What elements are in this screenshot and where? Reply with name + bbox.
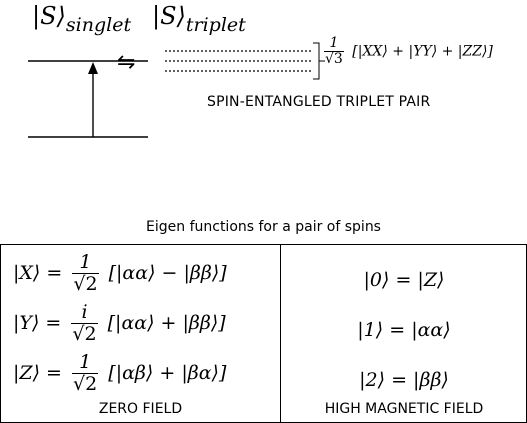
zero-field-row-y-num: i [81,301,88,323]
high-field-caption: HIGH MAGNETIC FIELD [324,401,484,417]
triplet-pair-formula: 1 √3 [|XX⟩ + |YY⟩ + |ZZ⟩] [320,36,493,67]
triplet-state-label: |S⟩triplet [152,2,246,36]
eigenfunction-table: |X⟩ = 1√2 [|αα⟩ − |ββ⟩] |Y⟩ = i√2 [|αα⟩ … [0,244,527,423]
high-field-row-1: |1⟩ = |αα⟩ [357,319,451,341]
zero-field-row-x-lhs: |X⟩ = [13,261,63,284]
zero-field-row-x-rhs: [|αα⟩ − |ββ⟩] [108,261,227,284]
zero-field-row-y-den: √2 [71,322,98,345]
triplet-bracket [313,42,320,80]
triplet-state-sum: [|XX⟩ + |YY⟩ + |ZZ⟩] [352,43,493,60]
zero-field-row-x-den: √2 [72,272,99,295]
zero-field-row-y-rhs: [|αα⟩ + |ββ⟩] [107,311,226,334]
zero-field-row-z-rhs: [|αβ⟩ + |βα⟩] [108,361,227,384]
zero-field-row-y-lhs: |Y⟩ = [13,311,62,334]
singlet-subscript: singlet [65,14,132,36]
triplet-prefactor-denominator: √3 [324,50,344,67]
zero-field-row-z-num: 1 [79,351,92,373]
equilibrium-arrow-icon: ⇋ [117,50,136,75]
zero-field-row-x-num: 1 [79,251,92,273]
energy-level-diagram [28,42,325,138]
zero-field-row-z-lhs: |Z⟩ = [13,361,62,384]
singlet-state-label: |S⟩singlet [32,2,131,36]
singlet-symbol: |S⟩ [32,2,66,30]
triplet-subscript: triplet [185,14,246,36]
zero-field-row-z-den: √2 [72,372,99,395]
high-field-row-2: |2⟩ = |ββ⟩ [359,369,449,391]
zero-field-row-x: |X⟩ = 1√2 [|αα⟩ − |ββ⟩] [13,251,227,295]
high-field-row-0: |0⟩ = |Z⟩ [363,269,445,291]
table-title: Eigen functions for a pair of spins [146,219,381,235]
column-divider [280,245,281,422]
zero-field-row-y: |Y⟩ = i√2 [|αα⟩ + |ββ⟩] [13,301,226,345]
triplet-caption: SPIN-ENTANGLED TRIPLET PAIR [207,94,431,110]
zero-field-caption: ZERO FIELD [98,401,183,417]
excitation-arrow-head [88,62,98,74]
zero-field-row-z: |Z⟩ = 1√2 [|αβ⟩ + |βα⟩] [13,351,227,395]
triplet-prefactor-numerator: 1 [329,35,339,51]
triplet-symbol: |S⟩ [152,2,186,30]
